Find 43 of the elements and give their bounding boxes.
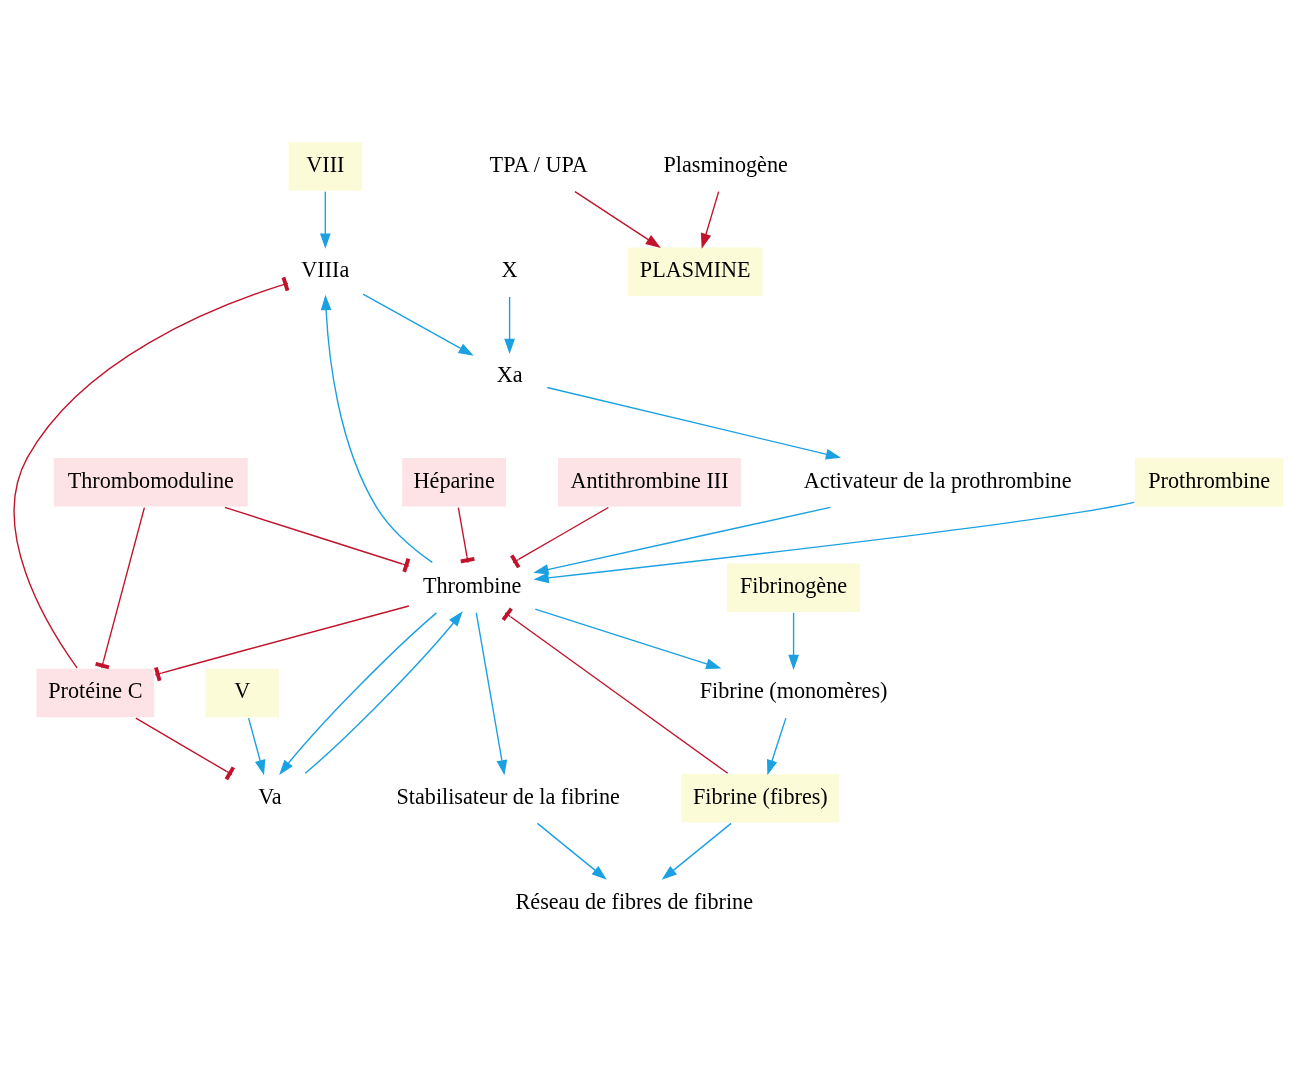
node-box: Thrombomoduline [52,456,250,508]
arrow [533,501,1135,584]
node-box: Prothrombine [1133,456,1285,508]
arrow [320,294,433,564]
node-box: Antithrombine III [556,456,743,508]
node-box: V [204,667,281,719]
node-text: Fibrine (monomères) [699,678,888,704]
node-text: Activateur de la prothrombine [803,467,1072,493]
arrow [546,386,842,460]
node-text: Plasminogène [663,151,788,177]
arrow [767,717,787,776]
arrow [475,612,508,776]
node-text: TPA / UPA [489,151,588,177]
node-text: Réseau de fibres de fibrine [515,888,754,914]
arrow [534,608,722,669]
arrow [304,611,463,774]
node-box: Protéine C [35,667,156,719]
arrow [320,190,331,249]
node-box: Fibrinogène [725,562,862,614]
arrow [533,506,831,575]
node-text: X [501,257,518,283]
connector [135,717,236,781]
arrow [362,293,474,356]
node-text: VIIIa [301,257,350,283]
arrow [661,822,732,880]
connector [457,506,475,564]
node-text: Xa [496,362,523,388]
node-text: Va [258,783,282,809]
arrow [700,190,720,249]
node-text: Stabilisateur de la fibrine [396,783,620,809]
connector [501,607,729,774]
node-box: PLASMINE [626,246,764,298]
connector [95,506,146,670]
node-box: Héparine [400,456,508,508]
node-box: VIII [287,140,364,193]
arrow [574,190,661,248]
arrow [279,612,438,775]
arrow [504,296,515,355]
node-box: Fibrine (fibres) [680,772,841,824]
arrow [536,822,607,880]
arrow [247,717,266,776]
arrow [788,612,799,670]
node-text: Thrombine [422,572,522,598]
